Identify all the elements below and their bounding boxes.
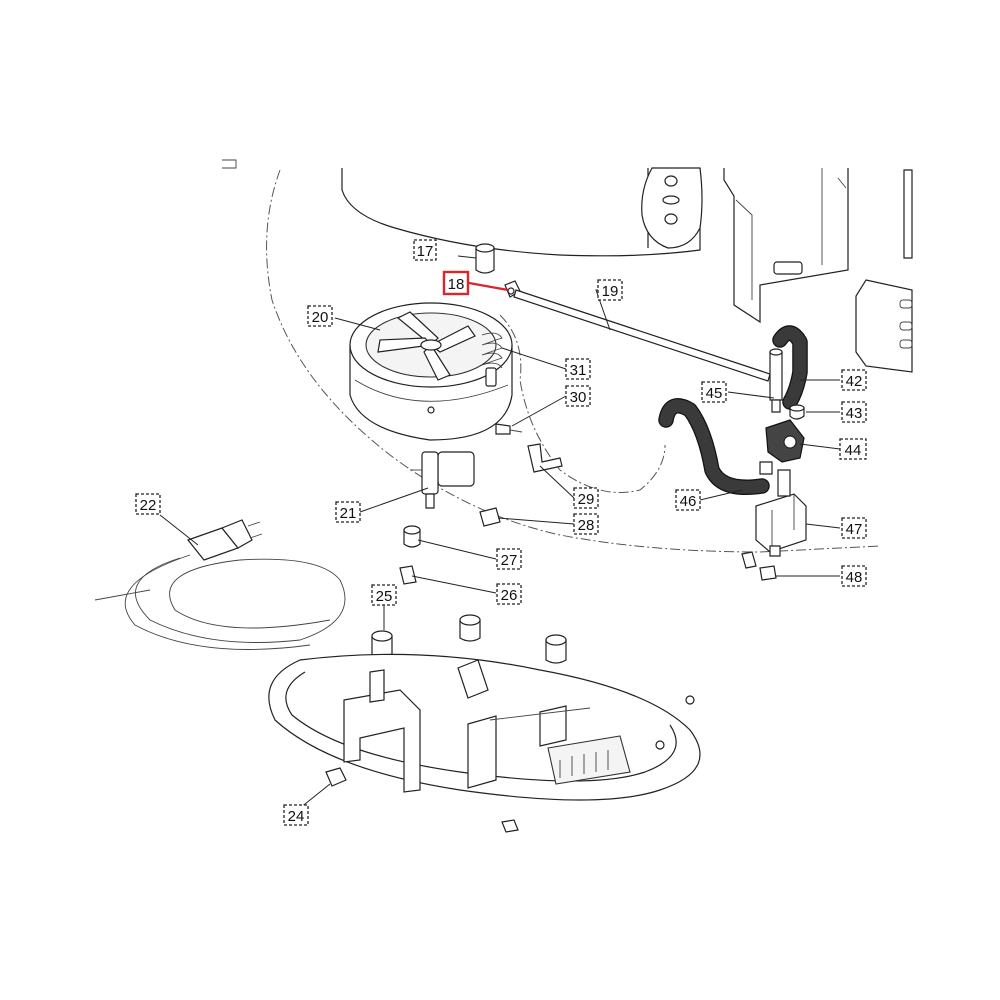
part-nut [325, 767, 519, 833]
svg-text:26: 26 [501, 587, 518, 604]
callout-21: 21 [335, 501, 361, 523]
inner-outline [499, 314, 666, 493]
callout-48: 48 [841, 565, 867, 587]
svg-text:28: 28 [578, 517, 595, 534]
callout-17: 17 [413, 239, 437, 261]
part-pump [755, 469, 807, 557]
callout-24: 24 [283, 804, 309, 826]
svg-text:18: 18 [448, 276, 465, 293]
svg-text:20: 20 [312, 309, 329, 326]
part-spring [481, 332, 503, 387]
part-screw [495, 423, 523, 435]
callout-43: 43 [841, 401, 867, 423]
callout-28: 28 [573, 513, 599, 535]
svg-text:42: 42 [846, 373, 863, 390]
svg-text:45: 45 [706, 385, 723, 402]
callout-45: 45 [701, 381, 727, 403]
part-power-cord [94, 519, 346, 650]
svg-text:21: 21 [340, 505, 357, 522]
part-connector [769, 348, 783, 413]
part-knob [403, 525, 421, 548]
svg-text:29: 29 [578, 491, 595, 508]
callout-27: 27 [496, 548, 522, 570]
svg-text:48: 48 [846, 569, 863, 586]
callout-30: 30 [565, 385, 591, 407]
part-small-bracket [399, 565, 417, 585]
svg-text:30: 30 [570, 389, 587, 406]
callout-19: 19 [597, 279, 623, 301]
enclosure-outline [266, 169, 881, 553]
svg-text:43: 43 [846, 405, 863, 422]
callout-31: 31 [565, 358, 591, 380]
part-hose-lower [658, 398, 770, 495]
svg-text:19: 19 [602, 283, 619, 300]
svg-text:31: 31 [570, 362, 587, 379]
callout-47: 47 [841, 517, 867, 539]
part-thermostat [410, 451, 475, 509]
callout-29: 29 [573, 487, 599, 509]
callout-18: 18 [442, 270, 470, 296]
callout-46: 46 [675, 489, 701, 511]
callout-22: 22 [135, 493, 161, 515]
svg-text:27: 27 [501, 552, 518, 569]
part-hose-upper [772, 325, 808, 410]
svg-text:24: 24 [288, 808, 305, 825]
part-nozzle [741, 551, 777, 581]
svg-text:46: 46 [680, 493, 697, 510]
svg-text:22: 22 [140, 497, 157, 514]
callout-25: 25 [371, 584, 397, 606]
part-heater-plate [349, 302, 513, 441]
callout-42: 42 [841, 369, 867, 391]
upper-housing [222, 159, 913, 373]
part-valve [759, 419, 805, 475]
svg-text:44: 44 [845, 442, 862, 459]
callout-44: 44 [839, 438, 867, 460]
part-spacer [475, 243, 495, 274]
svg-text:17: 17 [417, 243, 434, 260]
part-tube [513, 289, 771, 382]
part-clip [479, 507, 501, 527]
part-cap [789, 404, 805, 420]
svg-text:25: 25 [376, 588, 393, 605]
part-bracket [527, 443, 563, 473]
svg-text:47: 47 [846, 521, 863, 538]
base-plate [268, 653, 701, 801]
callout-26: 26 [496, 583, 522, 605]
callout-20: 20 [307, 305, 333, 327]
